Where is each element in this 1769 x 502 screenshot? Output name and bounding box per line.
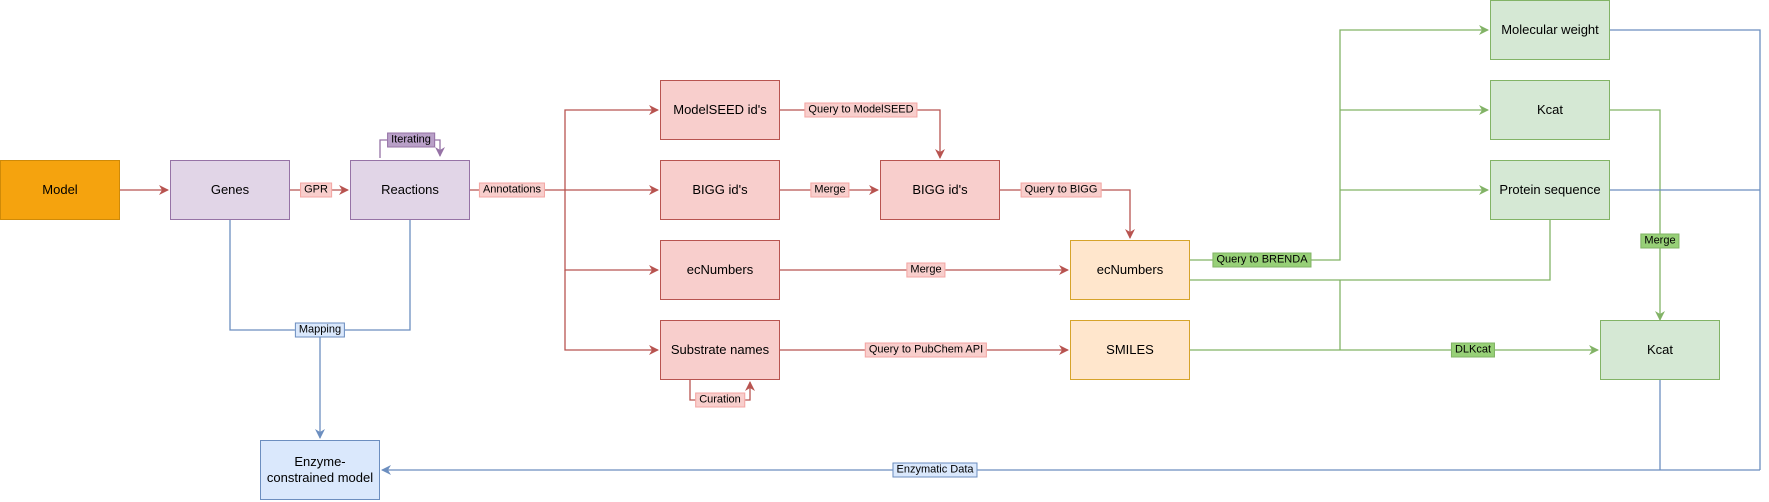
edge-kcat-merge bbox=[1610, 109, 1665, 321]
edge-genes-mapping bbox=[229, 220, 411, 331]
edge-protein-dlkcat bbox=[1190, 220, 1551, 281]
node-protein-sequence[interactable]: Protein sequence bbox=[1490, 160, 1610, 220]
edge-label-query-modelseed: Query to ModelSEED bbox=[804, 102, 918, 118]
edge-label-merge-kcat: Merge bbox=[1640, 233, 1680, 249]
edge-label-merge-ec: Merge bbox=[906, 262, 946, 278]
node-genes[interactable]: Genes bbox=[170, 160, 290, 220]
node-smiles[interactable]: SMILES bbox=[1070, 320, 1190, 380]
node-reactions[interactable]: Reactions bbox=[350, 160, 470, 220]
node-substrate-names[interactable]: Substrate names bbox=[660, 320, 780, 380]
edge-label-annotations: Annotations bbox=[478, 182, 546, 198]
edge-label-merge-bigg: Merge bbox=[810, 182, 850, 198]
node-enzyme-constrained-model[interactable]: Enzyme-constrained model bbox=[260, 440, 380, 500]
node-kcat-brenda-label: Kcat bbox=[1536, 102, 1563, 118]
edge-label-query-brenda: Query to BRENDA bbox=[1212, 252, 1312, 268]
node-kcat-brenda[interactable]: Kcat bbox=[1490, 80, 1610, 140]
edge-annotations-ecnumbers bbox=[564, 190, 659, 275]
node-molecular-weight-label: Molecular weight bbox=[1501, 22, 1599, 38]
edge-label-query-pubchem: Query to PubChem API bbox=[864, 342, 988, 358]
node-bigg-ids-merged-label: BIGG id's bbox=[912, 182, 968, 198]
node-substrate-names-label: Substrate names bbox=[670, 342, 770, 358]
node-ec-numbers-merged[interactable]: ecNumbers bbox=[1070, 240, 1190, 300]
edge-annotations-substrates bbox=[564, 270, 659, 355]
node-genes-label: Genes bbox=[210, 182, 250, 198]
node-bigg-ids-merged[interactable]: BIGG id's bbox=[880, 160, 1000, 220]
edge-label-mapping: Mapping bbox=[294, 322, 346, 338]
node-modelseed-ids[interactable]: ModelSEED id's bbox=[660, 80, 780, 140]
edge-molweight-out bbox=[1610, 29, 1761, 470]
edge-annotations-modelseed bbox=[564, 105, 659, 190]
node-reactions-label: Reactions bbox=[381, 182, 439, 198]
edge-label-curation: Curation bbox=[695, 392, 745, 408]
node-smiles-label: SMILES bbox=[1106, 342, 1154, 358]
node-kcat-dlkcat-label: Kcat bbox=[1646, 342, 1673, 358]
node-ec-numbers[interactable]: ecNumbers bbox=[660, 240, 780, 300]
node-modelseed-ids-label: ModelSEED id's bbox=[673, 102, 767, 118]
edge-label-gpr: GPR bbox=[300, 182, 332, 198]
edge-brenda-split bbox=[1190, 25, 1489, 261]
node-model-label: Model bbox=[42, 182, 78, 198]
edge-label-dlkcat: DLKcat bbox=[1450, 342, 1496, 358]
node-model[interactable]: Model bbox=[0, 160, 120, 220]
node-molecular-weight[interactable]: Molecular weight bbox=[1490, 0, 1610, 60]
edge-label-query-bigg: Query to BIGG bbox=[1020, 182, 1102, 198]
node-enzyme-constrained-model-label: Enzyme-constrained model bbox=[266, 454, 374, 485]
node-bigg-ids[interactable]: BIGG id's bbox=[660, 160, 780, 220]
node-ec-numbers-label: ecNumbers bbox=[686, 262, 754, 278]
node-bigg-ids-label: BIGG id's bbox=[692, 182, 748, 198]
node-protein-sequence-label: Protein sequence bbox=[1499, 182, 1601, 198]
node-kcat-dlkcat[interactable]: Kcat bbox=[1600, 320, 1720, 380]
node-ec-numbers-merged-label: ecNumbers bbox=[1096, 262, 1164, 278]
edge-label-enzymatic-data: Enzymatic Data bbox=[892, 462, 978, 478]
edge-label-iterating: Iterating bbox=[387, 132, 435, 148]
